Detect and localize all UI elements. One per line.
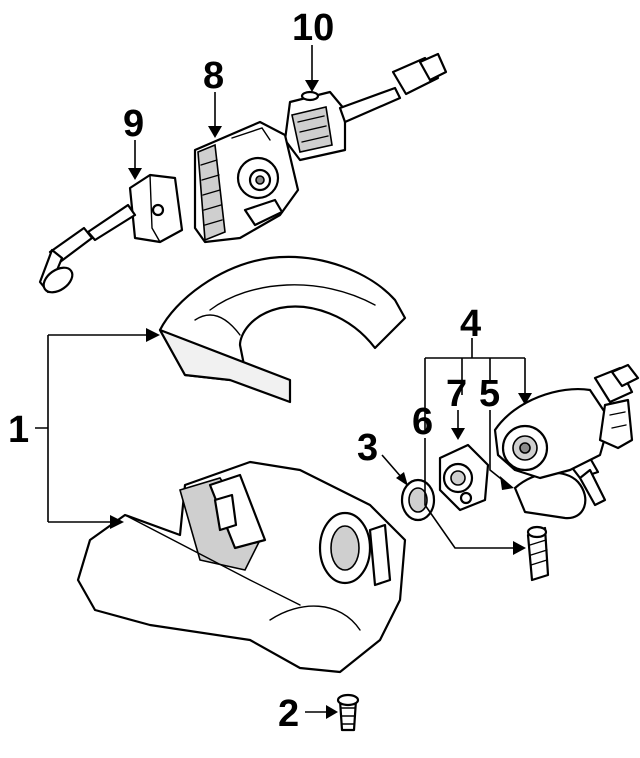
callout-6: 6 [412, 401, 433, 443]
callout-2: 2 [278, 693, 299, 735]
callout-7: 7 [446, 373, 467, 415]
part-10-wiper-switch [283, 52, 448, 162]
part-1-upper-column-cover [158, 255, 407, 404]
part-9-turn-signal-switch [38, 173, 184, 294]
callout-1: 1 [8, 409, 29, 451]
callout-4: 4 [460, 303, 481, 345]
leader-lines [35, 45, 532, 719]
part-2-screw [336, 693, 360, 732]
callout-5: 5 [479, 373, 500, 415]
part-4-ignition-housing [493, 363, 640, 480]
callout-8: 8 [203, 55, 224, 97]
callout-9: 9 [123, 103, 144, 145]
part-6-screw [526, 525, 550, 582]
part-3-key-ring [400, 478, 436, 522]
callout-3: 3 [357, 427, 378, 469]
part-8-combination-switch [193, 120, 300, 244]
callout-10: 10 [292, 7, 334, 49]
part-7-lock-cylinder [438, 443, 490, 512]
part-1-lower-column-cover [76, 460, 407, 674]
